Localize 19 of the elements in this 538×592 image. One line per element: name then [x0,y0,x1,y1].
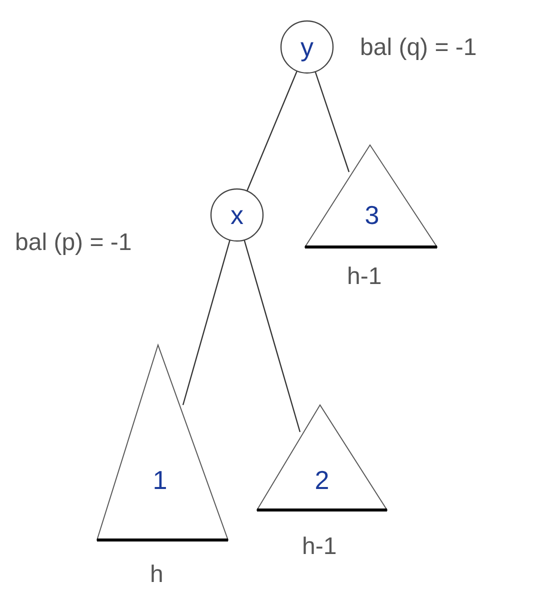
balance-label: bal (q) = -1 [360,36,477,60]
node-label: 2 [314,467,330,493]
node-label: x [230,202,244,228]
tree-edge [314,71,350,172]
node-label: 3 [364,202,380,228]
node-label: 1 [152,467,168,493]
subtree-triangle [305,145,437,247]
balance-label: bal (p) = -1 [15,231,132,255]
height-label: h [150,563,164,587]
subtree-triangle [97,345,228,540]
height-label: h-1 [302,535,337,559]
tree-edge [246,70,298,192]
tree-node-circle [280,20,334,74]
tree-node-circle [210,188,264,242]
tree-edge [182,240,230,406]
subtree-triangle [257,405,387,510]
node-label: y [300,34,314,60]
height-label: h-1 [347,265,382,289]
tree-edge [244,240,301,432]
